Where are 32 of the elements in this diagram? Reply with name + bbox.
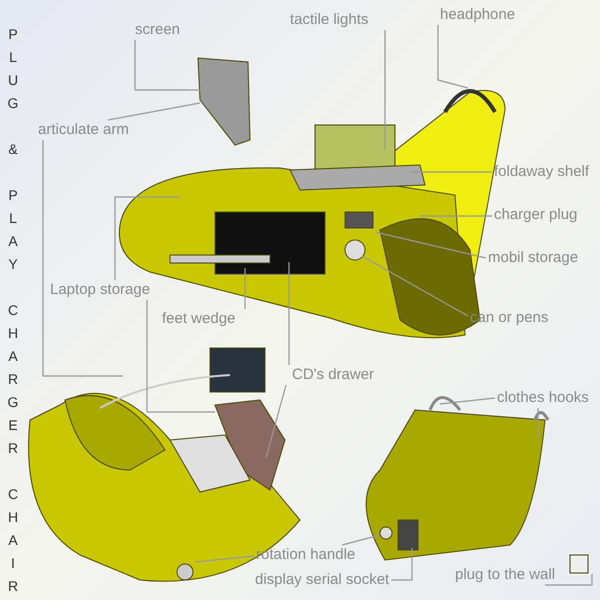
title: PLUG & PLAY CHARGER CHAIR	[4, 26, 22, 596]
callout-label: Laptop storage	[50, 281, 150, 299]
callout-label: tactile lights	[290, 11, 368, 29]
callout-label: foldaway shelf	[494, 163, 590, 181]
callout-label: charger plug	[494, 206, 578, 224]
leader-line	[437, 25, 468, 89]
leader-line	[391, 548, 413, 581]
callout-label: rotation handle	[256, 546, 356, 564]
leader-line	[146, 300, 215, 413]
leader-line	[374, 231, 486, 259]
leader-line	[288, 262, 290, 365]
leader-line	[384, 30, 386, 150]
leader-line	[545, 574, 593, 586]
callout-label: CD's drawer	[292, 366, 374, 384]
leader-line	[440, 397, 496, 405]
leader-line	[537, 408, 539, 438]
callout-label: screen	[135, 21, 180, 39]
callout-label: display serial socket	[255, 571, 390, 589]
leader-line	[108, 102, 200, 121]
leader-line	[265, 384, 287, 458]
callout-label: clothes hooks	[497, 389, 589, 407]
callout-label: headphone	[440, 6, 516, 24]
leader-line	[342, 534, 380, 546]
leader-line	[114, 196, 180, 280]
leader-line	[194, 555, 254, 563]
callout-label: articulate arm	[38, 121, 129, 139]
leader-line	[410, 171, 492, 173]
leader-line	[362, 255, 468, 317]
callout-label: mobil storage	[488, 249, 578, 267]
callout-label: plug to the wall	[455, 566, 556, 584]
callout-label: feet wedge	[162, 310, 236, 328]
leader-line	[42, 140, 123, 377]
